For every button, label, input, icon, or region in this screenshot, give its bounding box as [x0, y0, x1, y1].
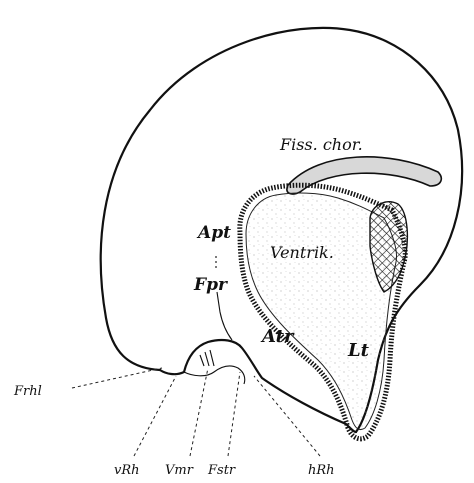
foramen-line-2 [217, 292, 232, 340]
label-vmr: Vmr [165, 463, 194, 478]
label-frhl: Frhl [13, 384, 42, 399]
leader-hrh [254, 376, 320, 456]
striation [200, 350, 214, 366]
label-fpr: Fpr [193, 275, 228, 295]
label-vrh: vRh [114, 463, 140, 478]
leader-vmr [190, 368, 208, 456]
label-ventrik: Ventrik. [270, 243, 334, 262]
label-apt: Apt [196, 223, 231, 243]
label-hrh: hRh [308, 463, 335, 478]
olfactory-lobe-lower [184, 366, 245, 384]
label-atr: Atr [260, 326, 295, 347]
label-lt: Lt [347, 340, 370, 361]
fissura-chorioidea [287, 157, 441, 194]
leader-fstr [228, 372, 240, 456]
label-fiss-chor: Fiss. chor. [279, 135, 363, 154]
label-fstr: Fstr [207, 463, 236, 478]
leader-frhl [72, 368, 162, 388]
leader-vrh [134, 376, 176, 456]
